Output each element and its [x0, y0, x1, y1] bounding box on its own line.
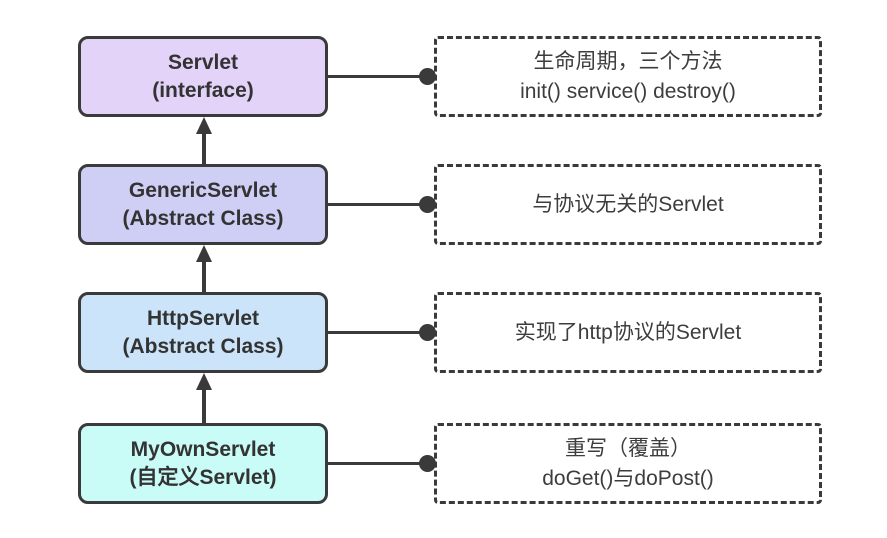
- connector-dot-icon: [419, 68, 436, 85]
- class-box-httpservlet: HttpServlet (Abstract Class): [78, 292, 328, 373]
- connector-line: [328, 203, 425, 206]
- class-title: MyOwnServlet: [130, 437, 276, 461]
- class-title: HttpServlet: [146, 306, 260, 330]
- connector-dot-icon: [419, 455, 436, 472]
- class-subtitle: (Abstract Class): [122, 334, 284, 358]
- class-subtitle: (自定义Servlet): [129, 465, 277, 489]
- note-text: 生命周期，三个方法: [533, 49, 723, 73]
- class-box-myownservlet: MyOwnServlet (自定义Servlet): [78, 423, 328, 504]
- note-box-servlet: 生命周期，三个方法 init() service() destroy(): [434, 36, 822, 117]
- note-box-genericservlet: 与协议无关的Servlet: [434, 164, 822, 245]
- note-text: doGet()与doPost(): [542, 466, 714, 490]
- note-box-myownservlet: 重写（覆盖） doGet()与doPost(): [434, 423, 822, 504]
- class-box-genericservlet: GenericServlet (Abstract Class): [78, 164, 328, 245]
- class-box-servlet: Servlet (interface): [78, 36, 328, 117]
- class-subtitle: (interface): [152, 78, 254, 102]
- connector-line: [328, 462, 425, 465]
- note-text: 与协议无关的Servlet: [532, 192, 724, 216]
- connector-line: [328, 75, 425, 78]
- connector-line: [328, 331, 425, 334]
- arrow-head-icon: [196, 117, 212, 134]
- arrow-head-icon: [196, 373, 212, 390]
- inheritance-arrow-up-icon: [195, 245, 213, 292]
- connector-dot-icon: [419, 196, 436, 213]
- note-text: 实现了http协议的Servlet: [514, 320, 742, 344]
- note-box-httpservlet: 实现了http协议的Servlet: [434, 292, 822, 373]
- arrow-stem: [202, 132, 206, 164]
- inheritance-arrow-up-icon: [195, 373, 213, 423]
- arrow-stem: [202, 260, 206, 292]
- class-subtitle: (Abstract Class): [122, 206, 284, 230]
- inheritance-arrow-up-icon: [195, 117, 213, 164]
- class-title: GenericServlet: [128, 178, 278, 202]
- arrow-head-icon: [196, 245, 212, 262]
- arrow-stem: [202, 388, 206, 423]
- class-title: Servlet: [167, 50, 239, 74]
- note-text: 重写（覆盖）: [565, 436, 691, 460]
- note-text: init() service() destroy(): [520, 79, 736, 103]
- connector-dot-icon: [419, 324, 436, 341]
